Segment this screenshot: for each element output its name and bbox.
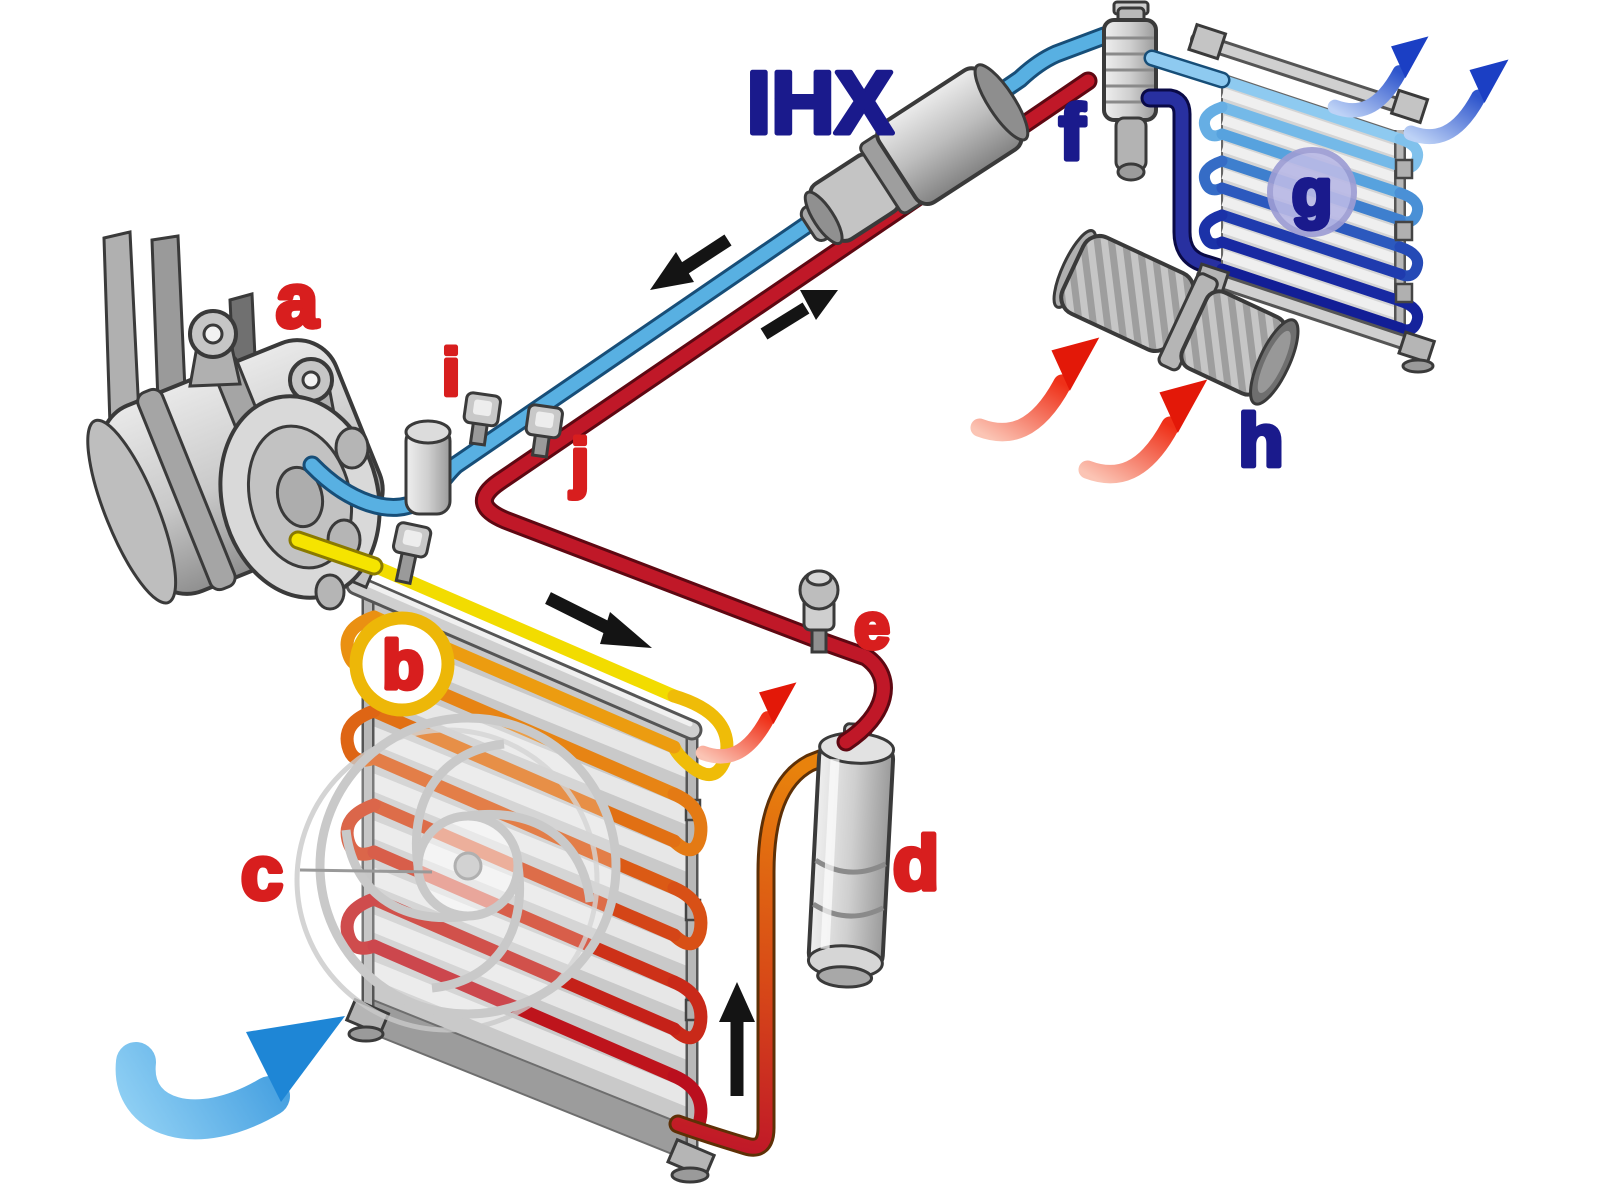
flow-arrow-liquid-to-valve (760, 290, 838, 340)
flow-arrow-up-to-receiver (719, 982, 755, 1096)
cool-airflow-arrow (115, 1016, 345, 1140)
receiver-drier (806, 722, 896, 989)
warm-airflow-arrow-blower-1 (970, 337, 1100, 442)
blower (1052, 229, 1300, 406)
discharge-service-port (391, 521, 433, 586)
condenser-fins (366, 632, 694, 1107)
labels: a b c d e i j f g h IHX (238, 51, 1334, 919)
pressure-sensor (798, 569, 840, 654)
cool-airflow-arrow-evaporator-1 (1327, 36, 1429, 118)
label-pressure-sensor: e (854, 590, 890, 662)
condenser-label-circle (349, 611, 455, 717)
label-condenser-fan: c (241, 831, 283, 916)
suction-muffler (404, 419, 452, 516)
condenser-foot-left (344, 997, 391, 1043)
label-service-port-low: i (442, 335, 460, 409)
internal-heat-exchanger (799, 63, 1030, 246)
label-service-port-high: j (569, 425, 589, 499)
liquid-line-red (474, 71, 1098, 752)
flow-arrow-into-condenser (545, 592, 652, 648)
condenser-fan (294, 713, 621, 1033)
label-condenser: b (382, 627, 424, 703)
service-port-low (462, 391, 502, 447)
service-port-high (524, 403, 564, 459)
label-receiver-drier: d (893, 821, 939, 906)
label-ihx: IHX (747, 53, 894, 152)
warm-airflow-arrow-blower-2 (1078, 379, 1208, 484)
hot-airflow-arrow-condenser (695, 682, 797, 764)
cool-airflow-arrow-evaporator-2 (1403, 59, 1509, 145)
condenser-foot-right (665, 1137, 717, 1184)
label-blower: h (1238, 399, 1283, 482)
flow-arrow-suction-to-compressor (650, 234, 732, 290)
label-evaporator: g (1292, 155, 1332, 229)
evaporator-label-circle (1267, 147, 1357, 237)
fan-leader-line (299, 868, 433, 874)
label-compressor: a (276, 259, 319, 344)
label-expansion-valve: f (1059, 88, 1086, 176)
